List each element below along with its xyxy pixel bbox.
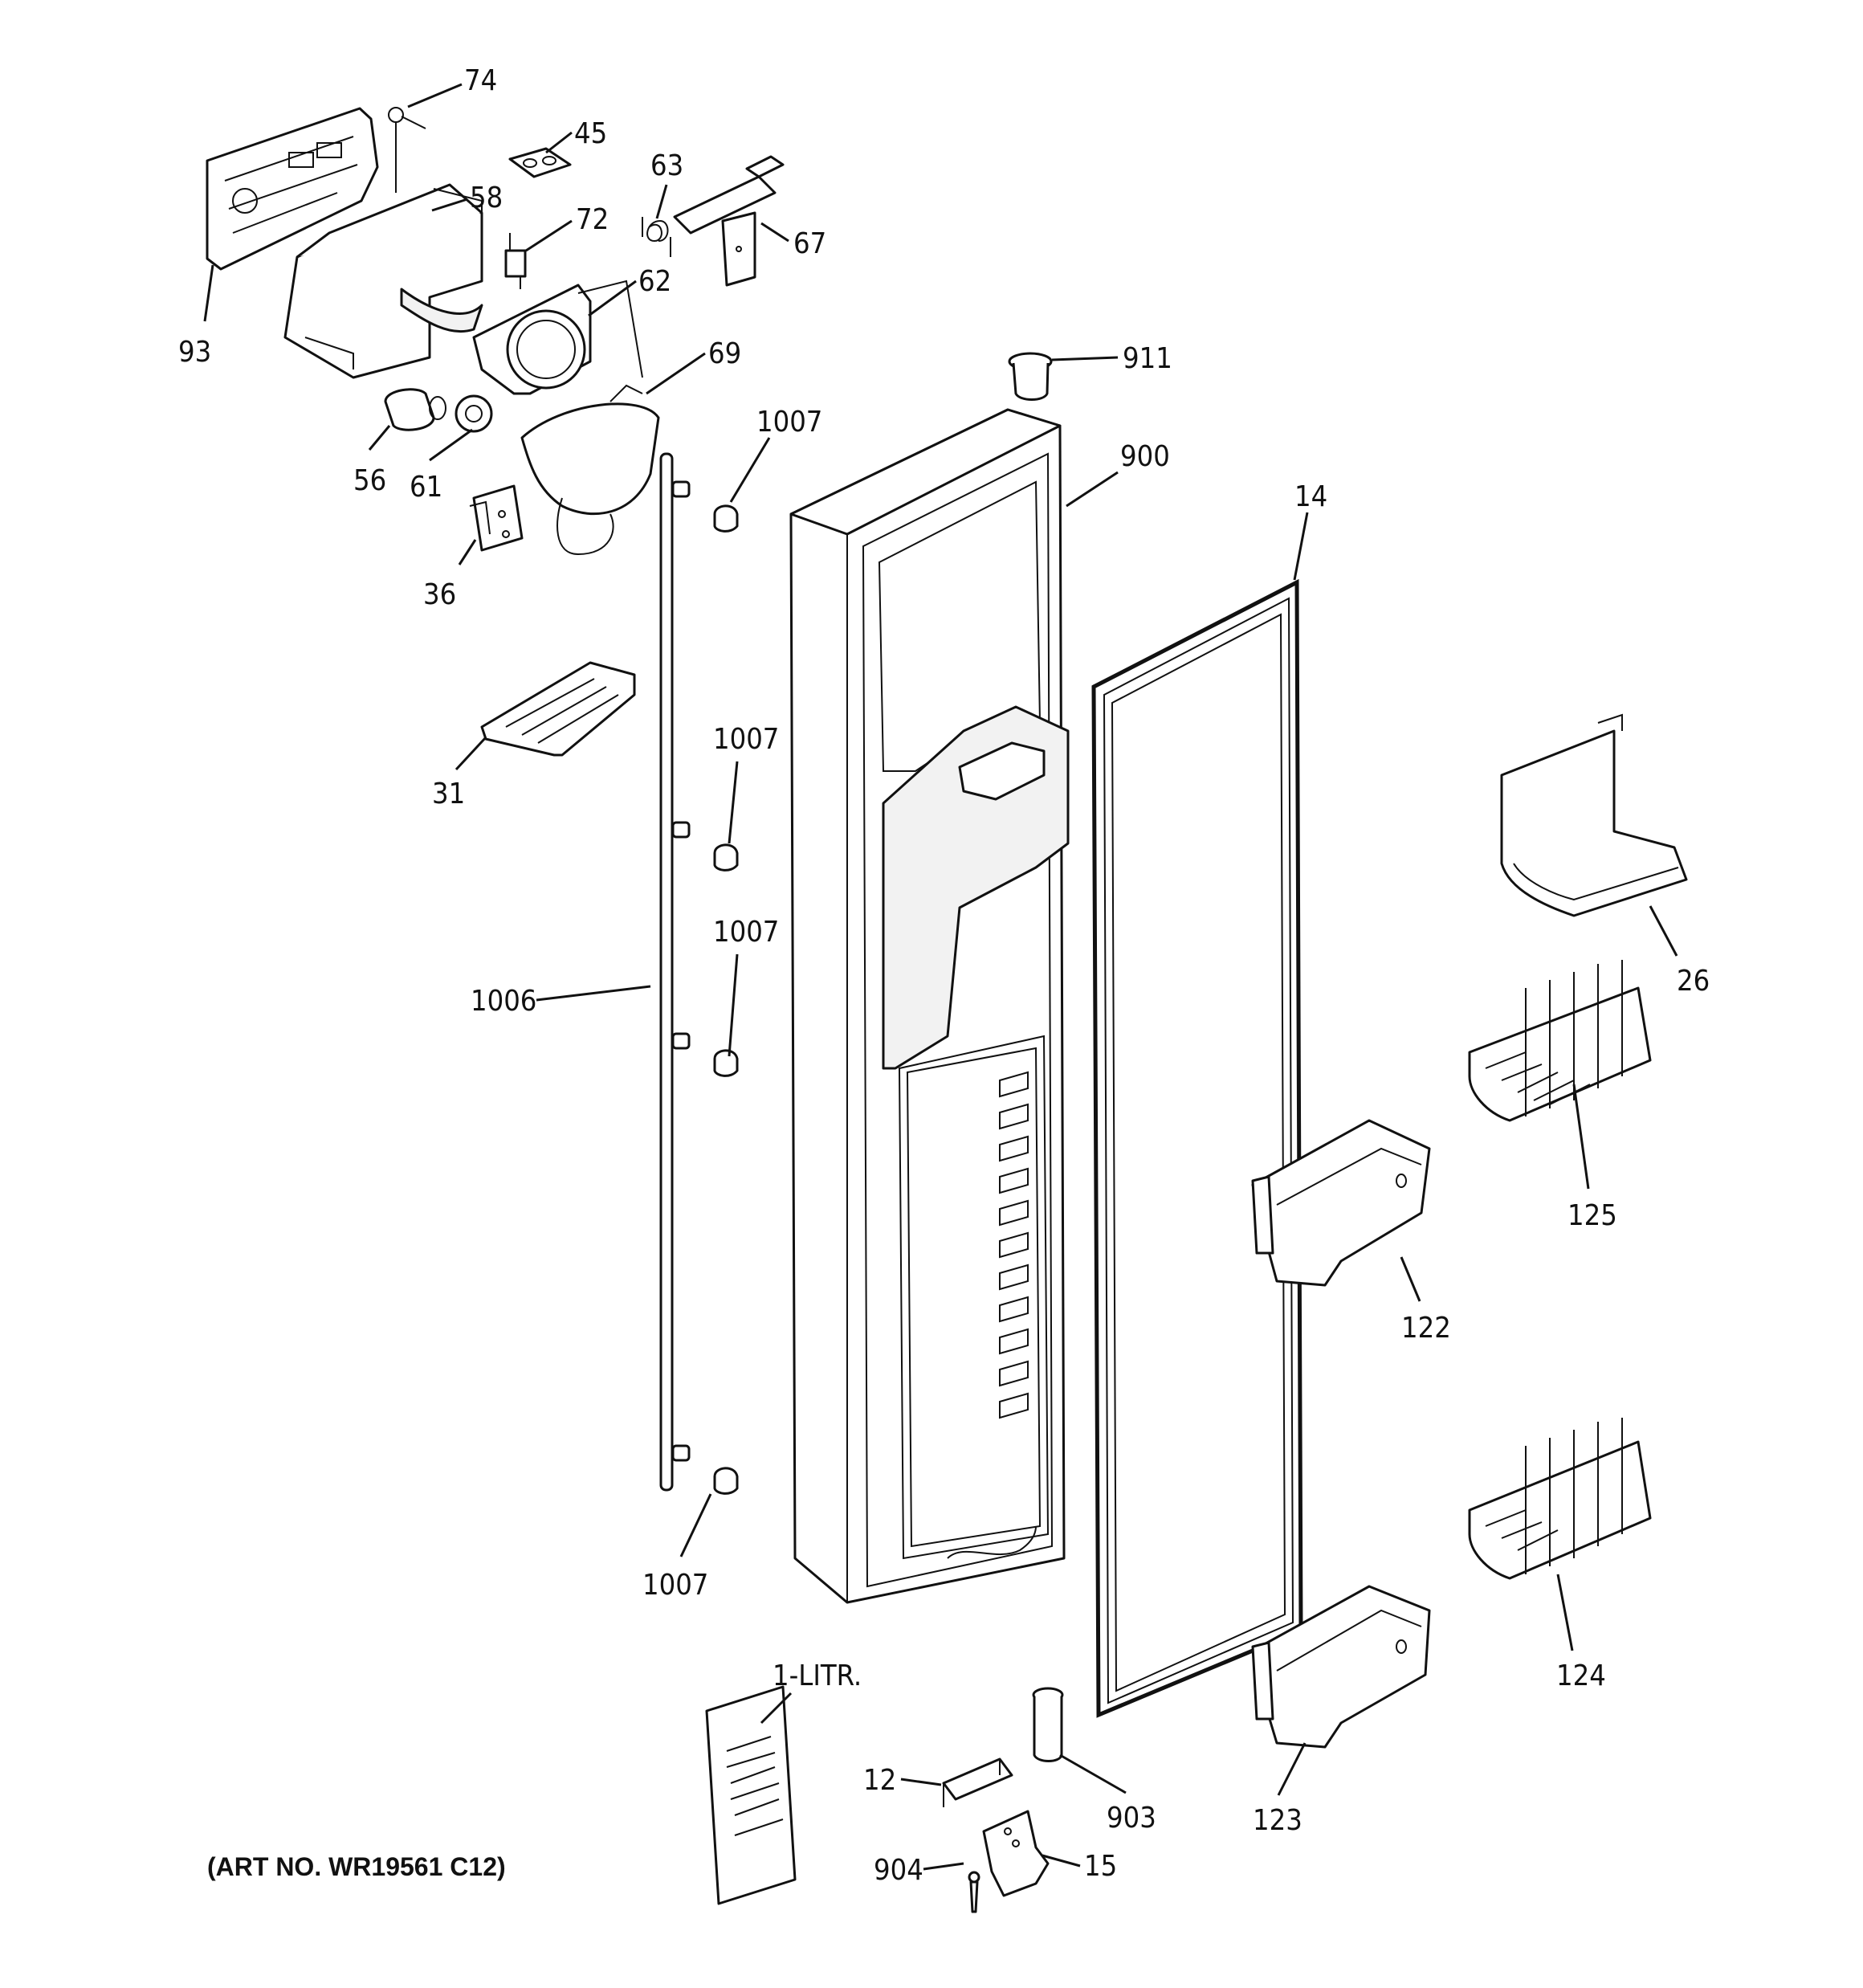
callout-125: 125 (1567, 1199, 1617, 1232)
callout-26: 26 (1677, 965, 1710, 998)
callout-15: 15 (1084, 1850, 1117, 1883)
part-31-drip-tray (480, 661, 636, 757)
part-62-chute-frame (472, 280, 643, 395)
part-124-wire-basket (1468, 1418, 1652, 1580)
art-number: (ART NO. WR19561 C12) (207, 1852, 506, 1881)
callout-122: 122 (1401, 1312, 1451, 1345)
part-14-gasket (1091, 578, 1303, 1718)
part-12-bracket (942, 1757, 1013, 1807)
callout-123: 123 (1253, 1804, 1302, 1837)
callout-69: 69 (708, 337, 741, 370)
callout-67: 67 (793, 227, 826, 260)
callout-900: 900 (1120, 440, 1170, 473)
part-67-lever (673, 155, 785, 287)
part-36-bracket (469, 484, 524, 552)
callout-911: 911 (1123, 342, 1172, 375)
callout-61: 61 (410, 471, 442, 504)
part-900-door-shelf-clips (999, 1071, 1029, 1419)
callout-labels: 74 45 58 63 72 67 62 93 69 911 56 61 100… (178, 64, 1710, 1887)
callout-12: 12 (863, 1764, 896, 1797)
part-122-door-bin (1251, 1119, 1431, 1287)
part-45-bracket (508, 147, 572, 178)
part-74-spring (388, 107, 426, 193)
callout-74: 74 (464, 64, 497, 97)
callout-45: 45 (574, 117, 607, 150)
callout-1007-c: 1007 (713, 916, 779, 949)
part-58-housing (283, 183, 483, 379)
callout-1-litr: 1-LITR. (773, 1659, 862, 1692)
part-1006-rod (659, 452, 674, 1492)
callout-63: 63 (650, 149, 683, 182)
part-900-door (789, 408, 1070, 1604)
part-1-litr-literature (705, 1685, 797, 1905)
callout-93: 93 (178, 336, 211, 369)
callout-1006: 1006 (471, 985, 536, 1018)
part-903-hinge-pin (1032, 1687, 1064, 1762)
callout-14: 14 (1294, 480, 1327, 513)
part-69-funnel (520, 384, 660, 556)
callout-904: 904 (874, 1854, 923, 1887)
part-1007-bushings (671, 480, 739, 1495)
part-63-spring (642, 217, 671, 257)
part-15-hinge (982, 1810, 1050, 1897)
callout-1007-b: 1007 (713, 723, 779, 756)
callout-31: 31 (432, 778, 465, 810)
part-26-bin-cover (1500, 713, 1688, 917)
leader-lines (203, 83, 1678, 1871)
part-123-door-bin (1251, 1585, 1431, 1749)
callout-903: 903 (1107, 1802, 1156, 1835)
callout-72: 72 (576, 203, 609, 236)
part-61-gear (455, 394, 493, 433)
part-72-switch (504, 233, 527, 289)
part-900-door-wire-harness (947, 1525, 1037, 1559)
callout-36: 36 (423, 578, 456, 611)
part-93-control-panel (206, 107, 379, 271)
callout-1007-d: 1007 (642, 1569, 708, 1602)
callout-58: 58 (470, 182, 503, 214)
part-56-motor-coupler (384, 388, 446, 431)
part-125-wire-basket (1468, 960, 1652, 1122)
callout-56: 56 (353, 464, 386, 497)
callout-1007-a: 1007 (756, 406, 822, 439)
callout-124: 124 (1556, 1659, 1606, 1692)
callout-62: 62 (638, 265, 671, 298)
part-911-hinge-bushing (1008, 352, 1053, 401)
part-904-screw (968, 1871, 980, 1913)
